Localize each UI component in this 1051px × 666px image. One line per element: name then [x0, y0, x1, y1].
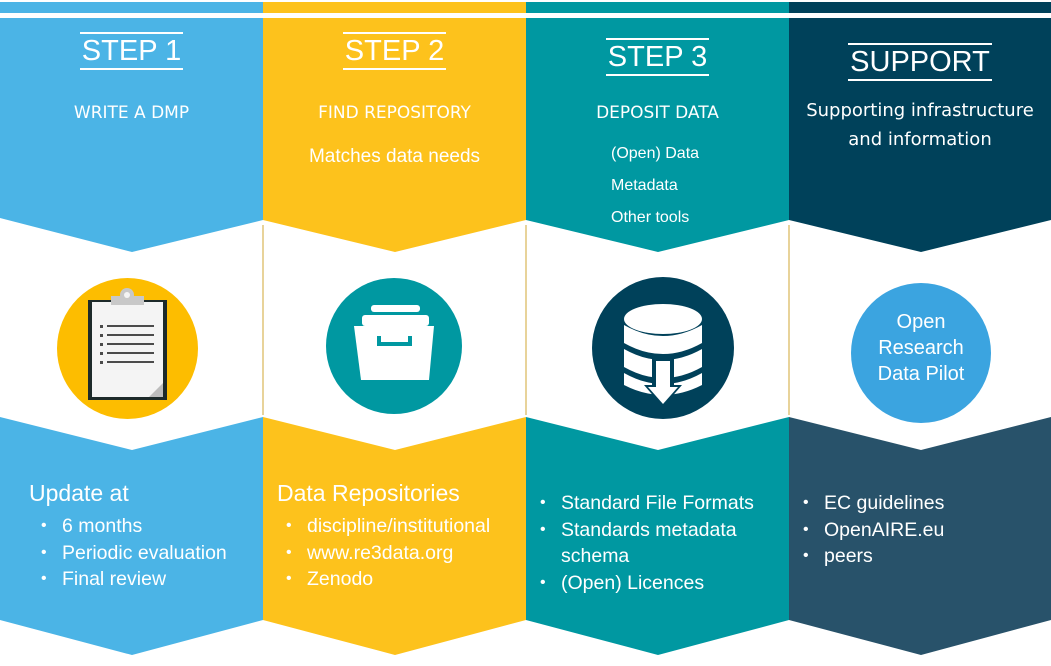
step3-bullet-list: Standard File Formats Standards metadata…: [534, 490, 771, 596]
list-item: Metadata: [611, 177, 678, 194]
step2-title: STEP 2: [263, 32, 526, 70]
support-column: SUPPORT Supporting infrastructure and in…: [789, 0, 1051, 666]
step1-bottom-heading: Update at: [29, 480, 129, 506]
clipboard-circle: [57, 278, 198, 419]
step2-bottom-heading: Data Repositories: [277, 480, 460, 506]
open-research-data-pilot-badge: Open Research Data Pilot: [851, 283, 991, 423]
step3-top-chevron: [526, 18, 789, 252]
list-item: Periodic evaluation: [35, 540, 227, 567]
list-item: (Open) Licences: [534, 570, 771, 597]
step3-subtitle: DEPOSIT DATA: [596, 103, 719, 123]
list-item: www.re3data.org: [280, 540, 490, 567]
clipboard-icon: [88, 288, 167, 400]
list-item: EC guidelines: [797, 490, 944, 517]
step3-title: STEP 3: [526, 38, 789, 76]
step1-bullet-list: 6 months Periodic evaluation Final revie…: [35, 513, 227, 593]
list-item: Zenodo: [280, 566, 490, 593]
step2-subtitle: FIND REPOSITORY: [318, 103, 471, 123]
divider-line: [525, 225, 527, 415]
step1-column: STEP 1 WRITE A DMP Update at 6 months Pe…: [0, 0, 263, 666]
support-title: SUPPORT: [789, 43, 1051, 81]
list-item: OpenAIRE.eu: [797, 517, 944, 544]
step2-top-chevron: [263, 18, 526, 252]
step2-top-strip: [263, 2, 526, 13]
badge-text: Open Research Data Pilot: [877, 311, 965, 385]
support-top-strip: [789, 2, 1051, 13]
list-item: Standards metadata schema: [534, 517, 771, 570]
step2-description: Matches data needs: [308, 146, 481, 167]
database-download-icon: [624, 304, 702, 407]
divider-line: [788, 225, 790, 415]
step2-bullet-list: discipline/institutional www.re3data.org…: [280, 513, 490, 593]
step1-subtitle: WRITE A DMP: [73, 103, 190, 123]
list-item: Other tools: [611, 209, 690, 226]
list-item: peers: [797, 543, 944, 570]
list-item: Standard File Formats: [534, 490, 771, 517]
database-circle: [592, 277, 734, 419]
divider-line: [262, 225, 264, 415]
step1-top-chevron: [0, 18, 263, 252]
step2-column: STEP 2 FIND REPOSITORY Matches data need…: [263, 0, 526, 666]
list-item: discipline/institutional: [280, 513, 490, 540]
step1-title: STEP 1: [0, 32, 263, 70]
step3-column: STEP 3 DEPOSIT DATA (Open) Data Metadata…: [526, 0, 789, 666]
step1-top-strip: [0, 2, 263, 13]
list-item: 6 months: [35, 513, 227, 540]
list-item: (Open) Data: [611, 145, 700, 162]
step3-top-strip: [526, 2, 789, 13]
support-top-chevron: [789, 18, 1051, 252]
step3-item-list: (Open) Data Metadata Other tools: [611, 144, 699, 240]
archive-box-icon: [354, 305, 434, 380]
support-subtitle: Supporting infrastructure and informatio…: [806, 100, 1034, 150]
list-item: Final review: [35, 566, 227, 593]
archive-circle: [326, 278, 462, 414]
support-bullet-list: EC guidelines OpenAIRE.eu peers: [797, 490, 944, 570]
